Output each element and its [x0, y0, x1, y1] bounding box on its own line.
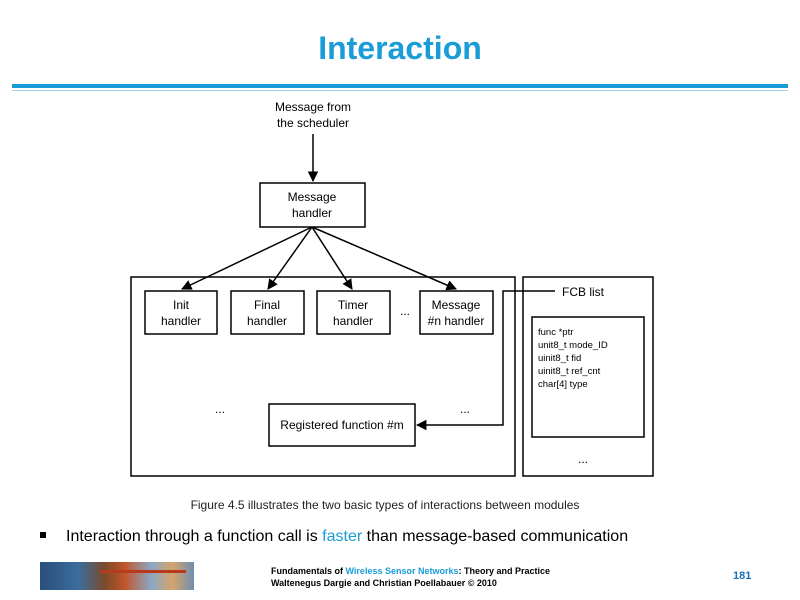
dispatch-arrow — [311, 226, 353, 290]
footer-book-title: Wireless Sensor Networks — [345, 566, 459, 576]
message-handler-box — [259, 182, 366, 228]
scheduler-message-label: Message from — [275, 100, 351, 114]
bridge-shape — [100, 570, 186, 573]
dispatch-arrow — [267, 226, 313, 290]
module-container — [130, 276, 516, 477]
fcb-fields-box — [531, 316, 645, 438]
bullet-point: Interaction through a function call is f… — [40, 528, 628, 546]
timer-handler-box — [316, 290, 391, 335]
timer-handler-label: Timer — [338, 298, 368, 312]
module-ellipsis-right: ... — [460, 402, 470, 416]
init-handler-box — [144, 290, 218, 335]
footer-line1-post: : Theory and Practice — [458, 566, 551, 576]
fcb-list-label: FCB list — [562, 285, 605, 299]
slide-title: Interaction — [318, 30, 482, 66]
footer-line1-pre: Fundamentals of — [271, 566, 346, 576]
module-ellipsis-left: ... — [215, 402, 225, 416]
init-handler-label: handler — [161, 314, 201, 328]
message-n-handler-label: #n handler — [428, 314, 485, 328]
dispatch-arrow — [181, 226, 313, 290]
fcb-field: unit8_t mode_ID — [538, 340, 608, 351]
message-handler-label: handler — [292, 206, 332, 220]
bullet-icon — [40, 531, 46, 538]
fcb-connector — [415, 290, 555, 431]
fcb-ellipsis: ... — [578, 452, 588, 466]
figure-caption: Figure 4.5 illustrates the two basic typ… — [190, 498, 580, 512]
footer-banner-image — [40, 562, 194, 590]
timer-handler-label: handler — [333, 314, 373, 328]
message-n-handler-label: Message — [432, 298, 481, 312]
message-n-handler-box — [419, 290, 494, 335]
fcb-field: func *ptr — [538, 327, 573, 338]
final-handler-box — [230, 290, 305, 335]
final-handler-label: handler — [247, 314, 287, 328]
final-handler-label: Final — [254, 298, 280, 312]
registered-function-label: Registered function #m — [280, 418, 403, 432]
init-handler-label: Init — [173, 298, 190, 312]
registered-function-box — [268, 403, 416, 447]
page-number: 181 — [733, 570, 752, 582]
fcb-list-container — [522, 276, 654, 477]
handlers-ellipsis: ... — [400, 304, 410, 318]
bullet-text-end: than message-based communication — [362, 528, 629, 545]
bullet-highlight: faster — [322, 528, 363, 545]
message-handler-label: Message — [288, 190, 337, 204]
fcb-field: char[4] type — [538, 379, 588, 390]
bullet-text: Interaction through a function call is — [66, 528, 323, 545]
scheduler-message-label: the scheduler — [277, 116, 349, 130]
fcb-field: uinit8_t ref_cnt — [538, 366, 601, 377]
footer-authors: Waltenegus Dargie and Christian Poellaba… — [271, 578, 497, 588]
dispatch-arrow — [311, 226, 457, 291]
fcb-field: uinit8_t fid — [538, 353, 581, 364]
title-rule — [12, 84, 788, 88]
footer-citation: Fundamentals of Wireless Sensor Networks… — [271, 565, 550, 589]
title-rule-thin — [12, 90, 788, 91]
